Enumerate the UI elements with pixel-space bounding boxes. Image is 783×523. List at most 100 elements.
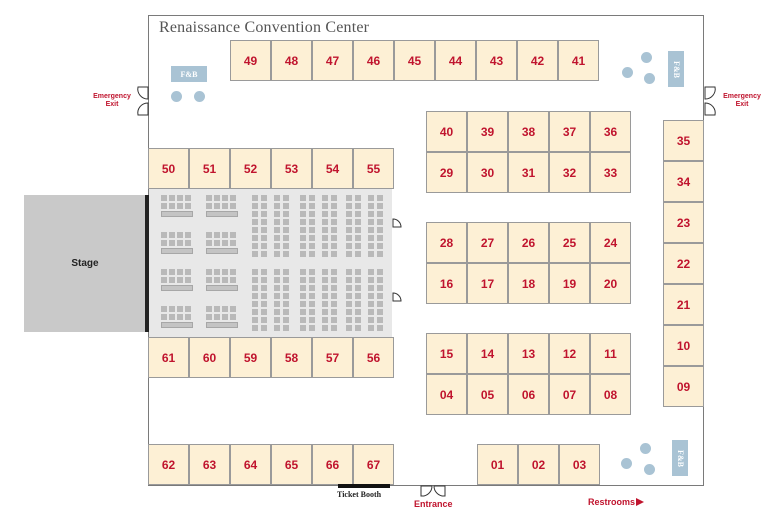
booth-12[interactable]: 12	[549, 333, 590, 374]
booth-42[interactable]: 42	[517, 40, 558, 81]
emergency-exit-right-door-icon[interactable]	[703, 86, 717, 116]
booth-57[interactable]: 57	[312, 337, 353, 378]
emergency-exit-right-label: Emergency Exit	[723, 93, 761, 108]
booth-64[interactable]: 64	[230, 444, 271, 485]
chair	[222, 232, 228, 238]
chair	[214, 203, 220, 209]
booth-51[interactable]: 51	[189, 148, 230, 189]
booth-41[interactable]: 41	[558, 40, 599, 81]
chair	[214, 232, 220, 238]
booth-33[interactable]: 33	[590, 152, 631, 193]
stage: Stage	[24, 195, 146, 332]
booth-29[interactable]: 29	[426, 152, 467, 193]
booth-52[interactable]: 52	[230, 148, 271, 189]
booth-10[interactable]: 10	[663, 325, 704, 366]
booth-23[interactable]: 23	[663, 202, 704, 243]
booth-08[interactable]: 08	[590, 374, 631, 415]
booth-56[interactable]: 56	[353, 337, 394, 378]
booth-30[interactable]: 30	[467, 152, 508, 193]
booth-34[interactable]: 34	[663, 161, 704, 202]
table	[206, 248, 238, 254]
chair	[322, 325, 328, 331]
chair	[283, 235, 289, 241]
booth-58[interactable]: 58	[271, 337, 312, 378]
venue-title: Renaissance Convention Center	[159, 19, 370, 36]
emergency-exit-left-label: Emergency Exit	[93, 93, 131, 108]
chair	[377, 195, 383, 201]
booth-65[interactable]: 65	[271, 444, 312, 485]
booth-13[interactable]: 13	[508, 333, 549, 374]
booth-06[interactable]: 06	[508, 374, 549, 415]
booth-45[interactable]: 45	[394, 40, 435, 81]
booth-20[interactable]: 20	[590, 263, 631, 304]
chair	[222, 306, 228, 312]
booth-62[interactable]: 62	[148, 444, 189, 485]
booth-03[interactable]: 03	[559, 444, 600, 485]
booth-66[interactable]: 66	[312, 444, 353, 485]
booth-24[interactable]: 24	[590, 222, 631, 263]
booth-37[interactable]: 37	[549, 111, 590, 152]
booth-38[interactable]: 38	[508, 111, 549, 152]
booth-25[interactable]: 25	[549, 222, 590, 263]
chair	[346, 251, 352, 257]
booth-44[interactable]: 44	[435, 40, 476, 81]
booth-19[interactable]: 19	[549, 263, 590, 304]
booth-07[interactable]: 07	[549, 374, 590, 415]
booth-36[interactable]: 36	[590, 111, 631, 152]
booth-11[interactable]: 11	[590, 333, 631, 374]
booth-32[interactable]: 32	[549, 152, 590, 193]
chair	[206, 232, 212, 238]
booth-16[interactable]: 16	[426, 263, 467, 304]
booth-09[interactable]: 09	[663, 366, 704, 407]
booth-46[interactable]: 46	[353, 40, 394, 81]
booth-53[interactable]: 53	[271, 148, 312, 189]
booth-50[interactable]: 50	[148, 148, 189, 189]
booth-31[interactable]: 31	[508, 152, 549, 193]
booth-28[interactable]: 28	[426, 222, 467, 263]
chair	[355, 325, 361, 331]
chair	[300, 277, 306, 283]
booth-43[interactable]: 43	[476, 40, 517, 81]
chair	[185, 306, 191, 312]
booth-22[interactable]: 22	[663, 243, 704, 284]
booth-49[interactable]: 49	[230, 40, 271, 81]
booth-21[interactable]: 21	[663, 284, 704, 325]
chair	[230, 277, 236, 283]
chair	[274, 251, 280, 257]
booth-17[interactable]: 17	[467, 263, 508, 304]
booth-39[interactable]: 39	[467, 111, 508, 152]
chair	[252, 317, 258, 323]
chair	[214, 306, 220, 312]
booth-47[interactable]: 47	[312, 40, 353, 81]
booth-18[interactable]: 18	[508, 263, 549, 304]
booth-15[interactable]: 15	[426, 333, 467, 374]
chair	[322, 243, 328, 249]
booth-04[interactable]: 04	[426, 374, 467, 415]
booth-61[interactable]: 61	[148, 337, 189, 378]
booth-67[interactable]: 67	[353, 444, 394, 485]
booth-02[interactable]: 02	[518, 444, 559, 485]
booth-60[interactable]: 60	[189, 337, 230, 378]
booth-54[interactable]: 54	[312, 148, 353, 189]
emergency-exit-left-door-icon[interactable]	[136, 86, 150, 116]
chair	[368, 285, 374, 291]
restrooms-label[interactable]: Restrooms	[588, 497, 636, 507]
chair	[261, 195, 267, 201]
booth-40[interactable]: 40	[426, 111, 467, 152]
booth-59[interactable]: 59	[230, 337, 271, 378]
booth-48[interactable]: 48	[271, 40, 312, 81]
booth-55[interactable]: 55	[353, 148, 394, 189]
chair	[377, 269, 383, 275]
chair	[309, 269, 315, 275]
ticket-booth-bar	[338, 484, 390, 488]
booth-35[interactable]: 35	[663, 120, 704, 161]
booth-05[interactable]: 05	[467, 374, 508, 415]
booth-26[interactable]: 26	[508, 222, 549, 263]
booth-63[interactable]: 63	[189, 444, 230, 485]
chair	[185, 203, 191, 209]
chair	[368, 293, 374, 299]
booth-01[interactable]: 01	[477, 444, 518, 485]
entrance-door-icon[interactable]	[420, 485, 446, 499]
booth-27[interactable]: 27	[467, 222, 508, 263]
booth-14[interactable]: 14	[467, 333, 508, 374]
